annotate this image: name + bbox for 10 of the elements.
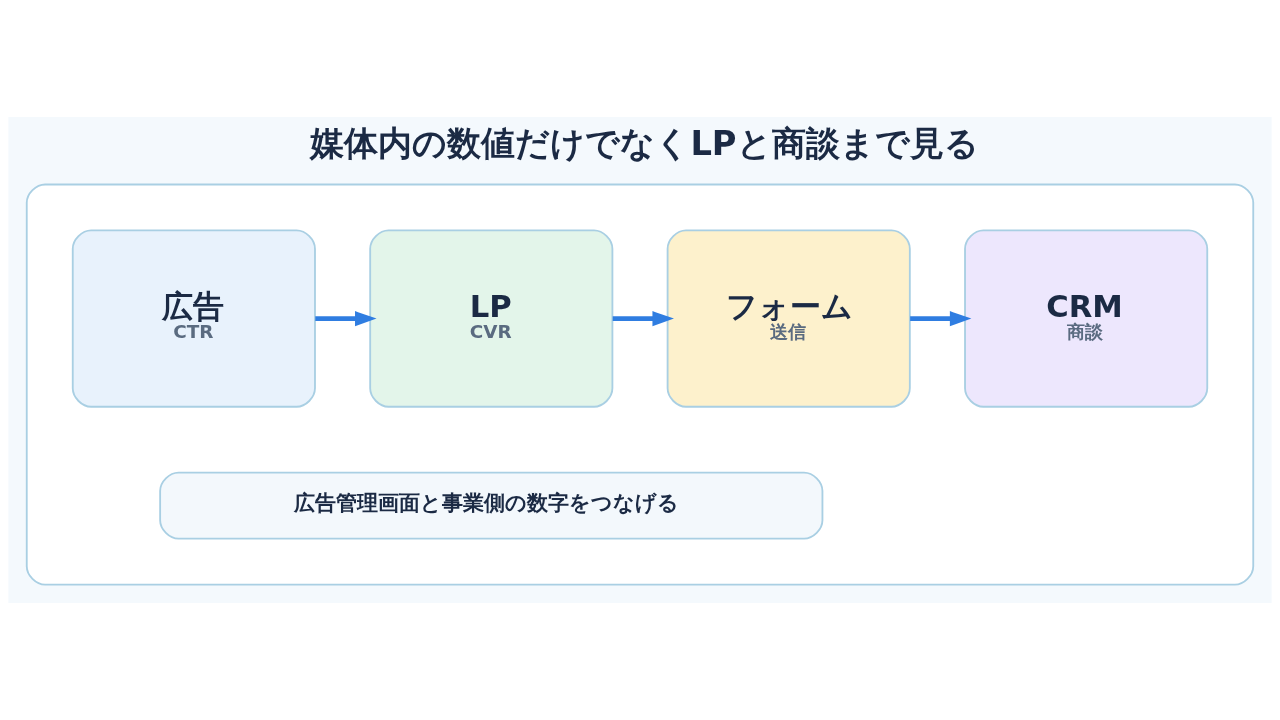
arrow xyxy=(315,311,377,327)
diagram-title: 媒体内の数値だけでなくLPと商談まで見る xyxy=(310,123,979,163)
node-box: CRM 商談 xyxy=(964,229,1209,408)
node-box: フォーム 送信 xyxy=(666,229,911,408)
arrow xyxy=(612,311,674,327)
arrow xyxy=(910,311,972,327)
node-box: 広告 CTR xyxy=(71,229,316,408)
node-box: 広告管理画面と事業側の数字をつなげる xyxy=(159,471,824,540)
cluster xyxy=(25,183,1255,586)
node-box: LP CVR xyxy=(369,229,614,408)
